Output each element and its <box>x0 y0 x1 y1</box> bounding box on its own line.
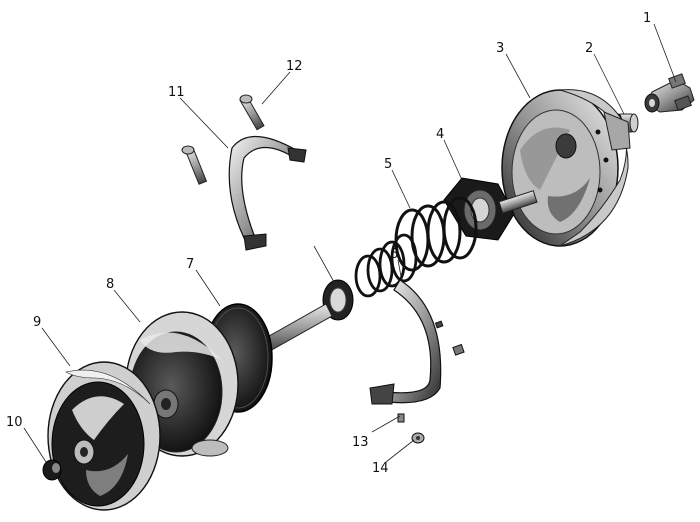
leader-11 <box>179 97 229 149</box>
pin-13-part <box>397 413 405 423</box>
callout-14: 14 <box>372 461 389 476</box>
leader-lines <box>23 23 677 463</box>
upper-shoe-part <box>228 135 307 251</box>
leader-6 <box>397 259 403 283</box>
front-cover-part <box>47 361 161 511</box>
callout-8: 8 <box>106 277 114 292</box>
lower-shoe-part <box>369 279 442 405</box>
large-spring-part <box>394 196 478 272</box>
nut-14-part <box>411 432 425 444</box>
callout-12: 12 <box>286 59 303 74</box>
leader-1 <box>653 23 677 83</box>
callout-10: 10 <box>6 415 23 430</box>
callout-6: 6 <box>390 247 398 262</box>
callout-1: 1 <box>643 11 651 26</box>
leader-7 <box>195 269 221 307</box>
callout-3: 3 <box>496 41 504 56</box>
washer-part <box>322 279 354 321</box>
leader-14 <box>385 439 415 463</box>
leader-10 <box>23 427 47 463</box>
callout-9: 9 <box>33 315 41 330</box>
leader-8 <box>113 289 141 323</box>
callout-5: 5 <box>384 157 392 172</box>
leader-9 <box>41 327 71 367</box>
leader-13 <box>371 415 401 433</box>
leader-12 <box>261 71 291 105</box>
leader-5 <box>391 169 411 209</box>
leader-2 <box>593 53 625 115</box>
callout-2: 2 <box>585 41 593 56</box>
callout-labels: 1 2 3 4 5 6 7 8 9 10 11 12 13 14 <box>6 11 651 476</box>
callout-11: 11 <box>168 85 185 100</box>
leader-4 <box>443 139 463 181</box>
leader-washer <box>313 245 335 283</box>
bolt-upper-part <box>239 94 265 131</box>
plug-part <box>42 459 62 481</box>
small-spring-part <box>354 233 418 298</box>
yoke-part <box>644 73 695 113</box>
callout-7: 7 <box>186 257 194 272</box>
pins-part <box>434 320 465 356</box>
callout-13: 13 <box>352 435 369 450</box>
housing-part <box>501 89 631 247</box>
leader-3 <box>505 53 531 99</box>
bolt-lower-part <box>181 145 208 185</box>
callout-4: 4 <box>436 127 444 142</box>
seal-plate-part <box>443 177 538 241</box>
